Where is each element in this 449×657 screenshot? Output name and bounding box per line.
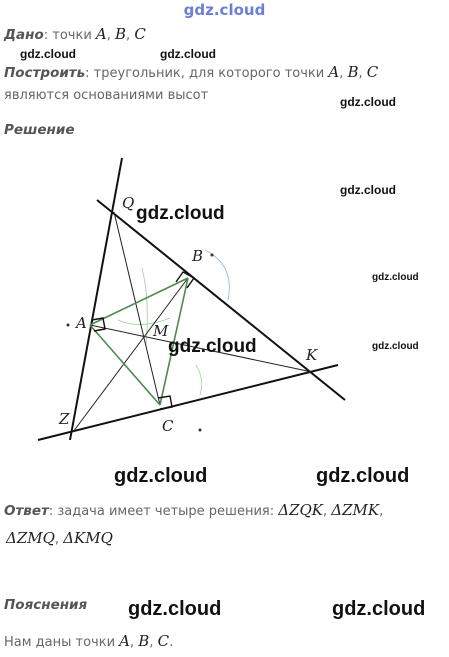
construction-dot: [198, 428, 202, 432]
explanation-point-b: B: [138, 632, 150, 650]
watermark: gdz.cloud: [136, 203, 225, 224]
segment-ac: [89, 324, 161, 406]
answer-text: : задача имеет четыре решения:: [48, 504, 279, 519]
construct-point-c: C: [366, 63, 379, 81]
construct-text: : треугольник, для которого точки: [85, 66, 329, 81]
point-label-c: C: [162, 417, 174, 435]
watermark: gdz.cloud: [316, 465, 410, 487]
explanation-point-c: C: [157, 632, 170, 650]
watermark: gdz.cloud: [114, 465, 208, 487]
watermark: gdz.cloud: [340, 183, 396, 197]
given-point-a: A: [95, 25, 107, 43]
explanation-line: Нам даны точки A, B, C.: [4, 632, 174, 650]
construct-label: Построить: [4, 65, 86, 81]
watermark: gdz.cloud: [340, 95, 396, 109]
watermark: gdz.cloud: [372, 341, 419, 352]
watermark: gdz.cloud: [372, 272, 419, 283]
point-label-a: A: [76, 314, 87, 332]
line-z-b: [72, 277, 189, 433]
given-label: Дано: [4, 27, 44, 43]
right-angle-mark-c: [157, 395, 173, 410]
line-a-k: [89, 324, 313, 373]
answer-triangle-zqk: ΔZQK: [278, 501, 323, 519]
explanation-text: Нам даны точки: [4, 635, 120, 650]
watermark: gdz.cloud: [332, 598, 426, 620]
line-zk: [37, 364, 339, 441]
point-label-k: K: [306, 346, 318, 364]
answer-label: Ответ: [4, 503, 49, 519]
answer-triangle-zmq: ΔZMQ: [6, 529, 55, 547]
watermark: gdz.cloud: [128, 598, 222, 620]
line-zq: [69, 157, 123, 441]
construct-point-b: B: [347, 63, 359, 81]
given-point-c: C: [134, 25, 146, 43]
line-qk: [96, 199, 346, 401]
point-label-m: M: [153, 322, 169, 340]
construct-point-a: A: [328, 63, 340, 81]
watermark: gdz.cloud: [160, 47, 216, 61]
answer-line-2: ΔZMQ, ΔKMQ: [6, 529, 113, 547]
construction-dot: [210, 253, 214, 257]
answer-triangle-kmq: ΔKMQ: [63, 529, 113, 547]
segment-ab: [89, 277, 189, 326]
right-angle-mark-a: [91, 317, 106, 332]
answer-triangle-zmk: ΔZMK: [331, 501, 380, 519]
segment-bc: [159, 277, 189, 406]
point-label-q: Q: [122, 194, 135, 212]
watermark: gdz.cloud: [20, 47, 76, 61]
given-line: Дано: точки A, B, C: [4, 25, 146, 43]
construction-dot: [66, 323, 70, 327]
construction-arc: [117, 317, 171, 325]
right-angle-mark-b: [175, 271, 196, 289]
explanation-label: Пояснения: [4, 597, 88, 613]
given-text: : точки: [43, 28, 96, 43]
solution-label: Решение: [4, 122, 75, 138]
construction-arc: [195, 364, 203, 396]
construct-text-2: являются основаниями высот: [4, 88, 209, 103]
explanation-point-a: A: [119, 632, 131, 650]
line-q-c: [113, 211, 161, 406]
site-header-logo[interactable]: gdz.cloud: [183, 1, 266, 19]
point-label-z: Z: [59, 410, 70, 428]
given-point-b: B: [115, 25, 127, 43]
construct-line: Построить: треугольник, для которого точ…: [4, 63, 379, 81]
watermark: gdz.cloud: [168, 336, 257, 357]
point-label-b: B: [192, 247, 204, 265]
construction-arc: [204, 249, 230, 301]
answer-line: Ответ: задача имеет четыре решения: ΔZQK…: [4, 501, 384, 519]
